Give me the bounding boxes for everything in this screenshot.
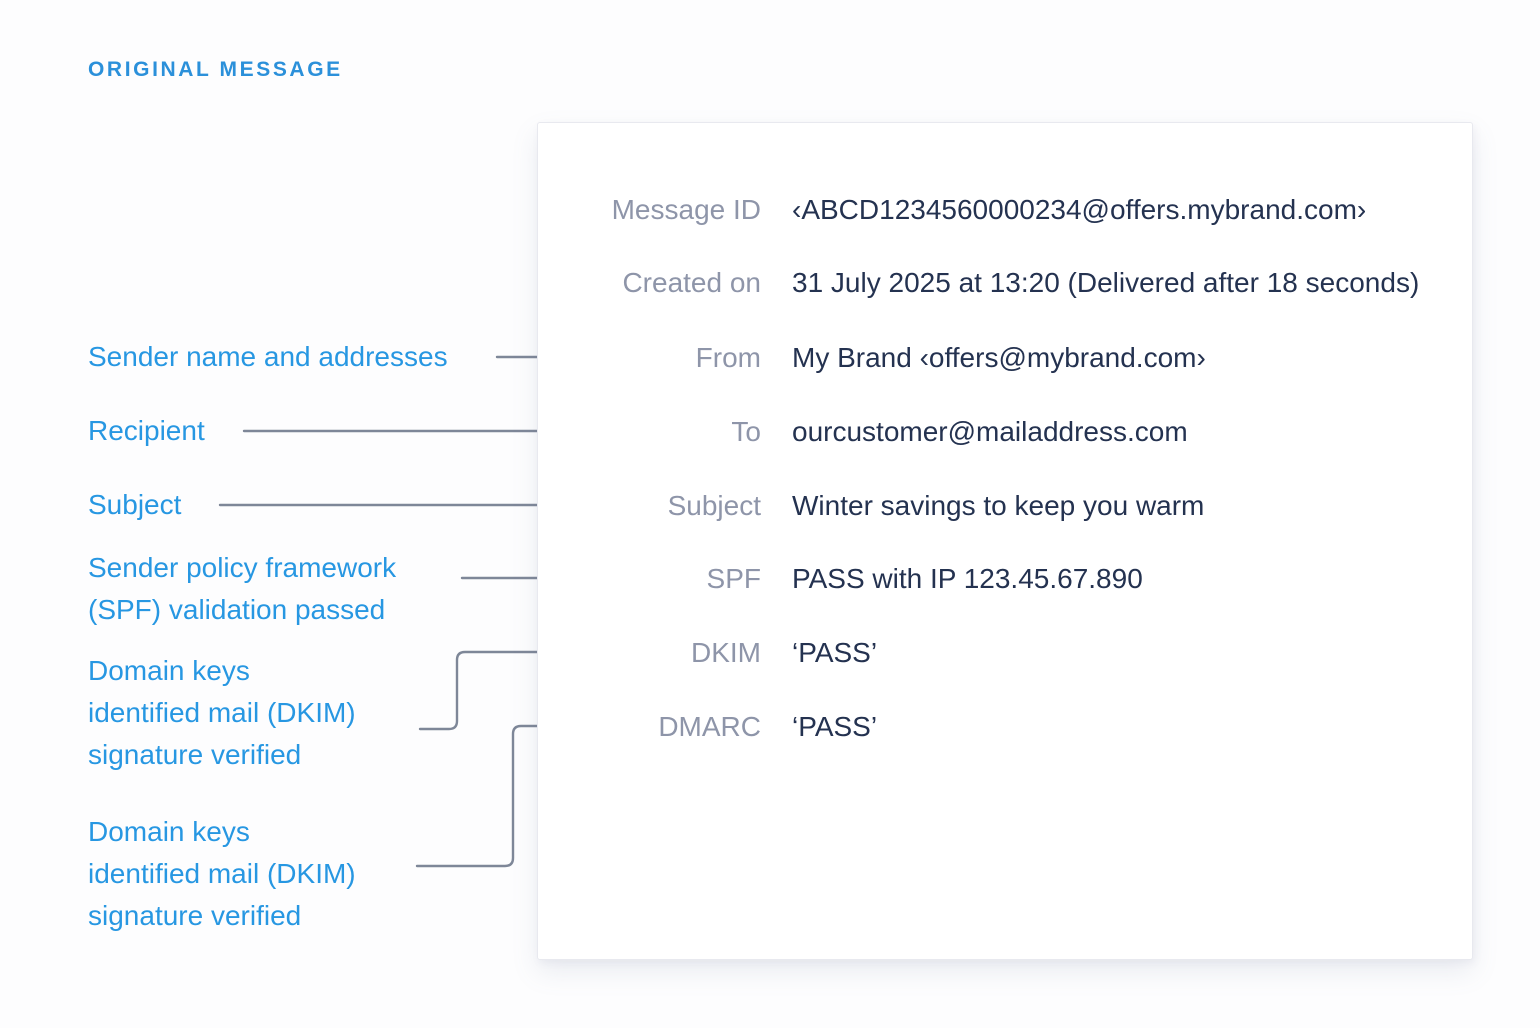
annotation-line: identified mail (DKIM) <box>88 697 356 728</box>
annotation-subject: Subject <box>88 484 181 526</box>
field-row-message-id: Message ID ‹ABCD1234560000234@offers.myb… <box>538 194 1442 226</box>
field-label: DKIM <box>691 637 761 668</box>
field-value: 31 July 2025 at 13:20 (Delivered after 1… <box>792 267 1420 298</box>
annotation-spf: Sender policy framework (SPF) validation… <box>88 547 396 631</box>
annotation-line: (SPF) validation passed <box>88 594 386 625</box>
annotation-line: signature verified <box>88 900 302 931</box>
annotation-dmarc: Domain keys identified mail (DKIM) signa… <box>88 811 356 937</box>
annotation-line: Domain keys <box>88 816 250 847</box>
field-value: ourcustomer@mailaddress.com <box>792 416 1188 447</box>
field-label: SPF <box>706 563 761 594</box>
field-value: ‘PASS’ <box>792 711 878 742</box>
annotation-line: Recipient <box>88 415 205 446</box>
field-label: To <box>731 416 761 447</box>
annotation-line: identified mail (DKIM) <box>88 858 356 889</box>
annotation-sender-name: Sender name and addresses <box>88 336 448 378</box>
field-label: Subject <box>667 490 761 521</box>
field-row-to: To ourcustomer@mailaddress.com <box>538 416 1442 448</box>
field-label: DMARC <box>658 711 761 742</box>
field-row-subject: Subject Winter savings to keep you warm <box>538 490 1442 522</box>
page-title: ORIGINAL MESSAGE <box>88 58 343 81</box>
annotation-line: Subject <box>88 489 182 520</box>
field-value: My Brand ‹offers@mybrand.com› <box>792 342 1206 373</box>
annotation-recipient: Recipient <box>88 410 205 452</box>
field-row-spf: SPF PASS with IP 123.45.67.890 <box>538 563 1442 595</box>
annotation-line: Domain keys <box>88 655 250 686</box>
field-row-from: From My Brand ‹offers@mybrand.com› <box>538 342 1442 374</box>
field-value: ‘PASS’ <box>792 637 878 668</box>
message-card: Message ID ‹ABCD1234560000234@offers.myb… <box>537 122 1473 960</box>
annotation-line: Sender policy framework <box>88 552 397 583</box>
field-value: PASS with IP 123.45.67.890 <box>792 563 1143 594</box>
field-value: ‹ABCD1234560000234@offers.mybrand.com› <box>792 194 1367 225</box>
annotation-line: signature verified <box>88 739 302 770</box>
field-row-created-on: Created on 31 July 2025 at 13:20 (Delive… <box>538 267 1442 299</box>
field-row-dmarc: DMARC ‘PASS’ <box>538 711 1442 743</box>
annotation-line: Sender name and addresses <box>88 341 448 372</box>
field-label: Message ID <box>611 194 761 225</box>
field-value: Winter savings to keep you warm <box>792 490 1205 521</box>
field-label: Created on <box>622 267 761 298</box>
field-row-dkim: DKIM ‘PASS’ <box>538 637 1442 669</box>
annotation-dkim: Domain keys identified mail (DKIM) signa… <box>88 650 356 776</box>
field-label: From <box>695 342 761 373</box>
